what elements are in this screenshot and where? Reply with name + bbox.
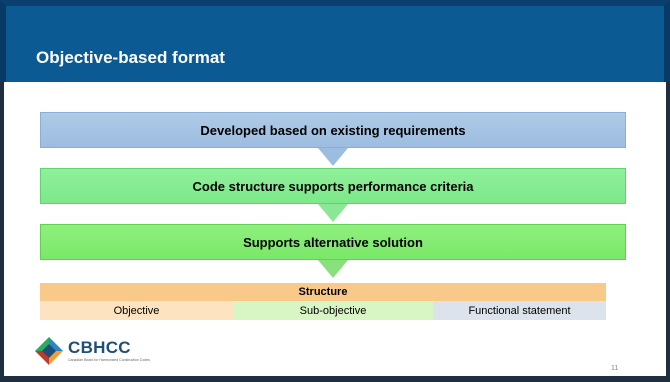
flow-box-label: Developed based on existing requirements [200,122,466,138]
flow-box-developed: Developed based on existing requirements [40,112,626,148]
structure-cell-label: Functional statement [468,304,571,317]
flow-box-label: Code structure supports performance crit… [192,178,474,194]
flow-box-code-structure: Code structure supports performance crit… [40,168,626,204]
left-edge [0,82,4,376]
down-arrow-icon [318,148,348,166]
structure-header-label: Structure [298,286,348,298]
structure-cell-sub-objective: Sub-objective [233,301,433,320]
flow-box-label: Supports alternative solution [243,234,423,250]
logo-name: CBHCC [68,338,131,357]
cbhcc-logo-icon [35,337,63,365]
down-arrow-icon [318,204,348,222]
structure-cell-functional-statement: Functional statement [433,301,606,320]
structure-row: Objective Sub-objective Functional state… [40,301,606,320]
structure-cell-label: Objective [113,304,160,317]
cbhcc-logo: CBHCC Canadian Board for Harmonized Cons… [34,336,154,372]
down-arrow-icon [318,260,348,278]
structure-cell-label: Sub-objective [299,304,367,317]
flow-box-alternative: Supports alternative solution [40,224,626,260]
logo-subtitle: Canadian Board for Harmonized Constructi… [68,358,150,362]
structure-header: Structure [40,283,606,301]
structure-cell-objective: Objective [40,301,233,320]
slide-title: Objective-based format [36,48,225,67]
page-number: 11 [611,365,619,372]
right-edge [666,82,670,376]
bottom-bar [0,376,670,382]
title-bar: Objective-based format [0,0,670,82]
